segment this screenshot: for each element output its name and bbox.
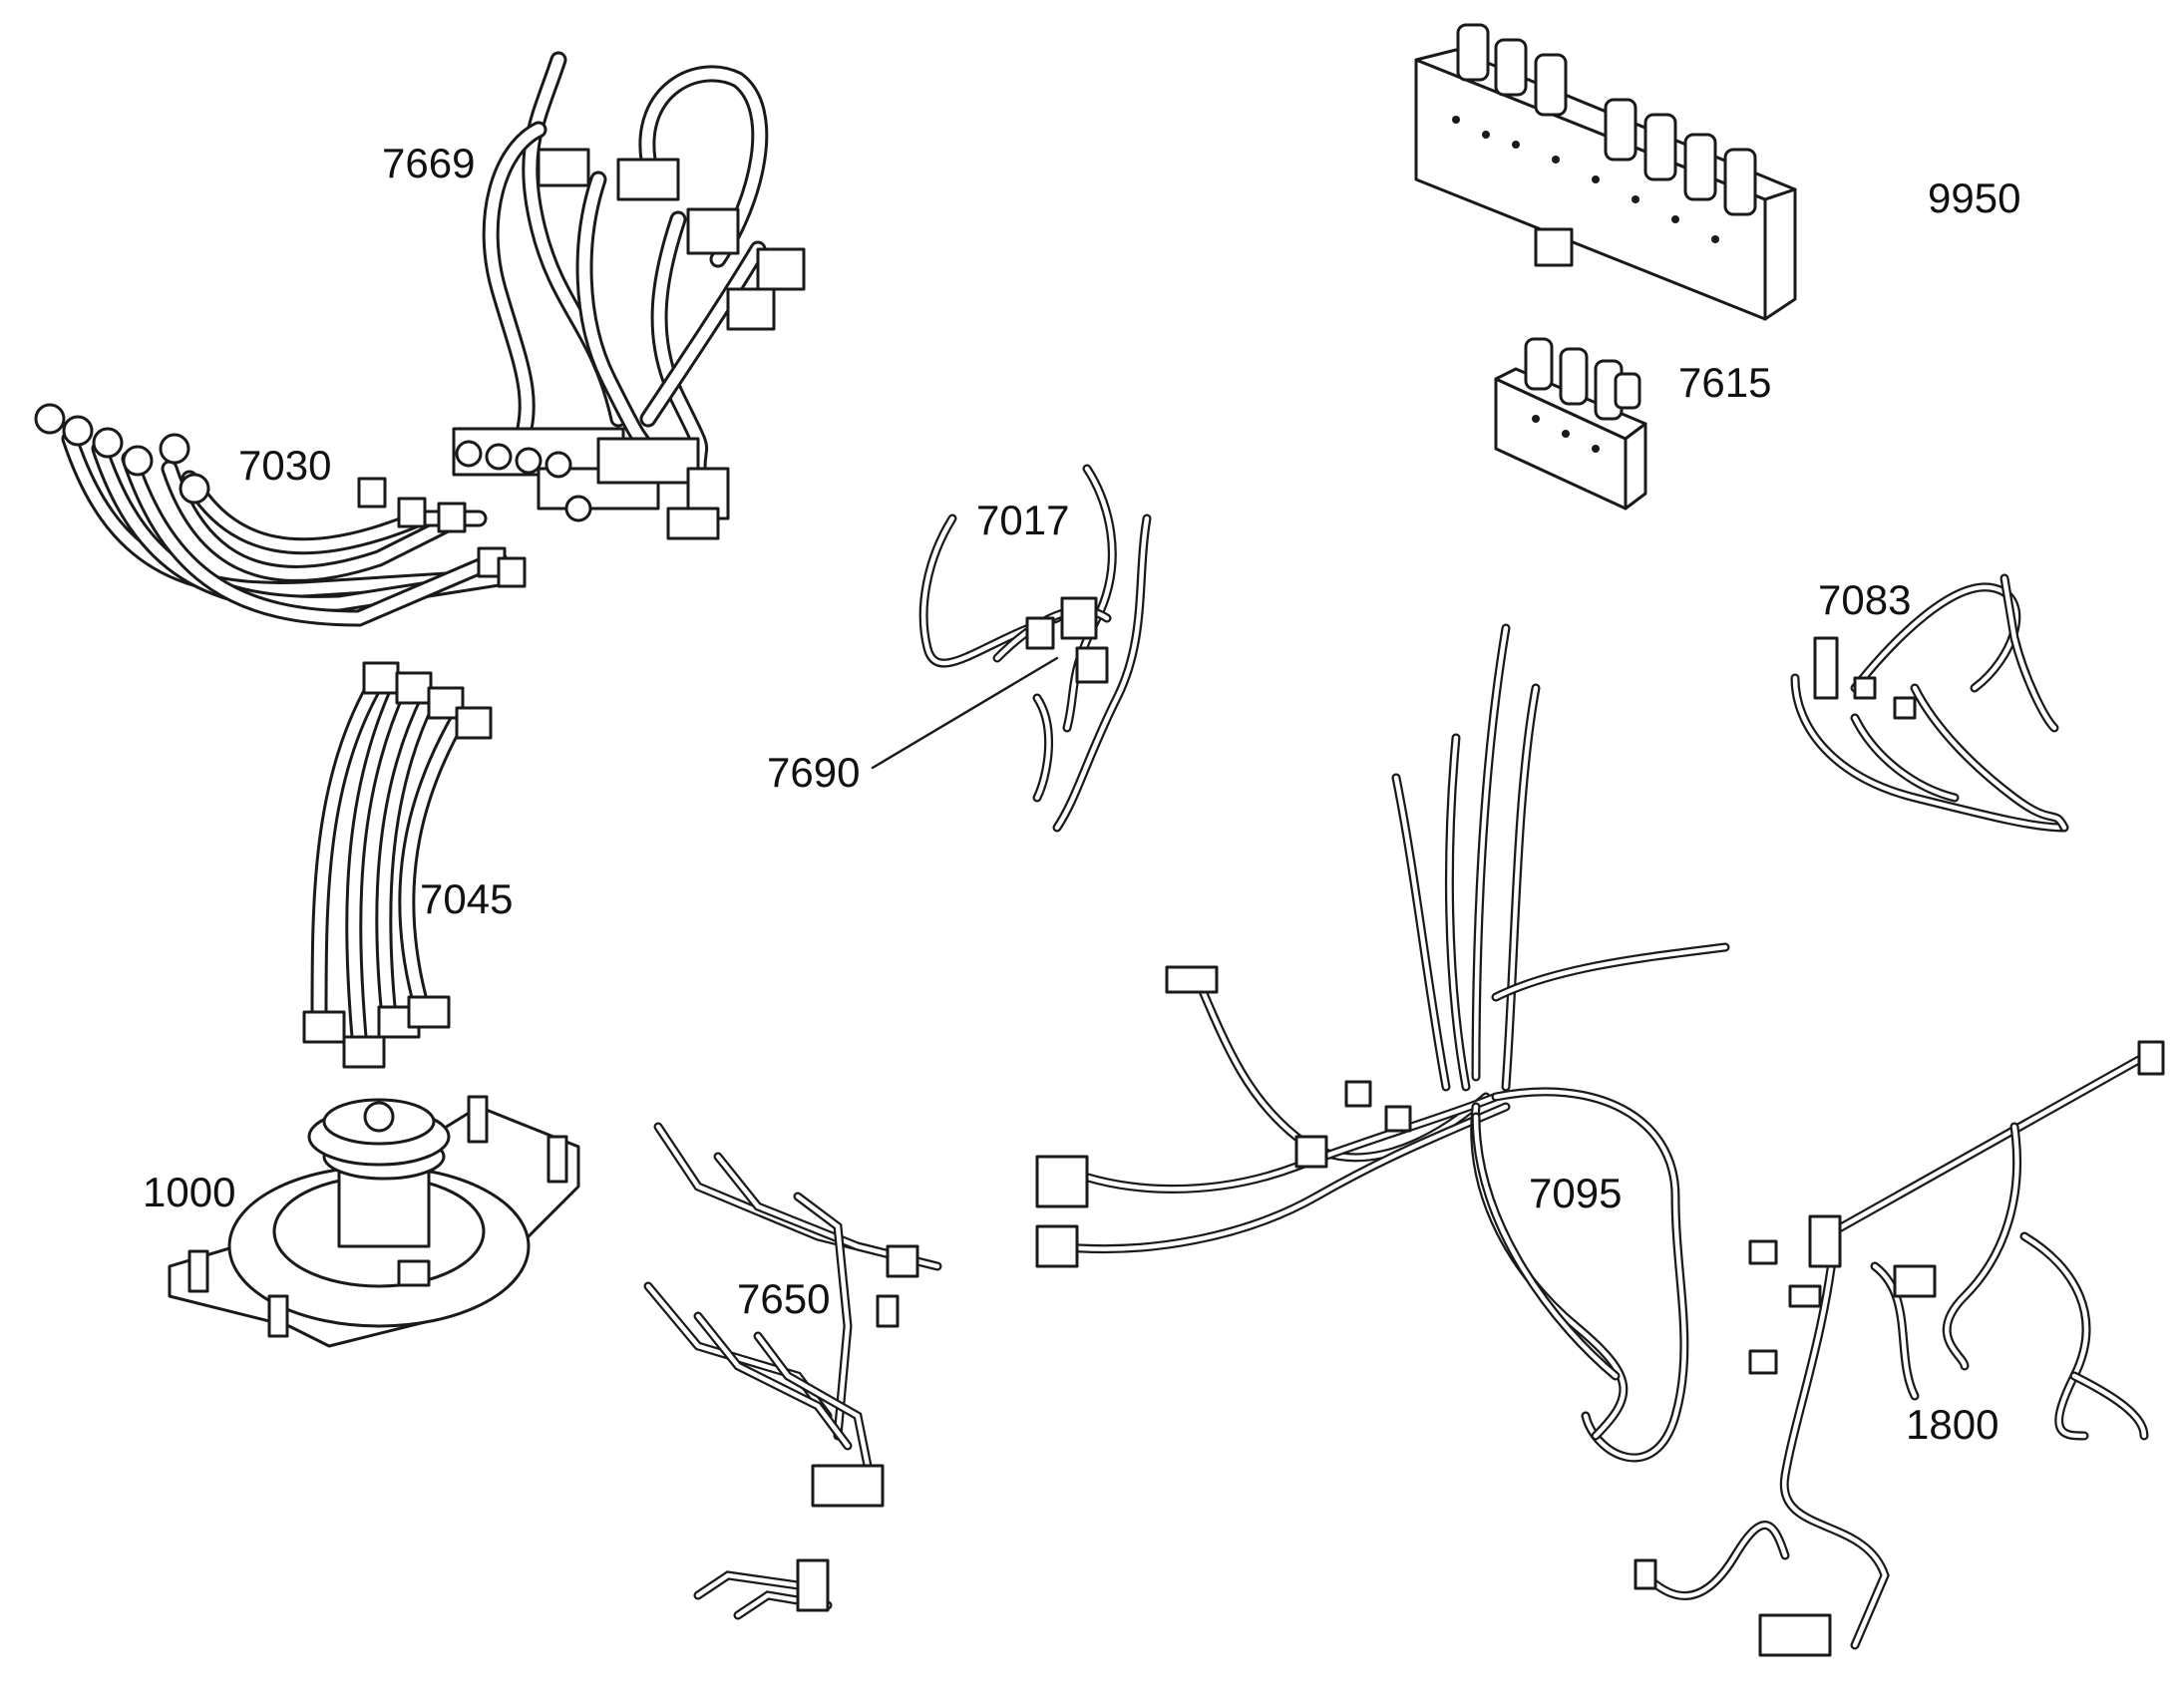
hose-assembly-7669 <box>452 51 806 540</box>
main-harness-7095 <box>1035 623 1730 1463</box>
valve-block-7615 <box>1494 337 1647 511</box>
part-number-7669: 7669 <box>382 140 476 186</box>
part-number-1000: 1000 <box>143 1169 236 1215</box>
part-number-7083: 7083 <box>1818 576 1912 623</box>
wiring-7017 <box>918 464 1152 833</box>
part-number-7017: 7017 <box>976 497 1070 543</box>
wiring-7083 <box>1790 573 2069 833</box>
part-number-7095: 7095 <box>1529 1170 1623 1216</box>
part-number-7650: 7650 <box>737 1275 831 1322</box>
harness-1800 <box>1634 1040 2165 1657</box>
hose-bundle-7030 <box>34 403 527 627</box>
part-number-7615: 7615 <box>1678 359 1772 406</box>
leader-line-7690 <box>871 656 1059 770</box>
part-number-1800: 1800 <box>1906 1401 1999 1448</box>
harness-7650 <box>643 1122 942 1620</box>
part-number-9950: 9950 <box>1928 174 2021 221</box>
hose-set-7045 <box>302 661 493 1069</box>
part-number-7690: 7690 <box>767 749 861 796</box>
turntable-1000 <box>168 1095 580 1348</box>
part-number-7045: 7045 <box>420 875 514 922</box>
part-number-7030: 7030 <box>238 442 332 489</box>
valve-block-9950 <box>1414 23 1797 321</box>
